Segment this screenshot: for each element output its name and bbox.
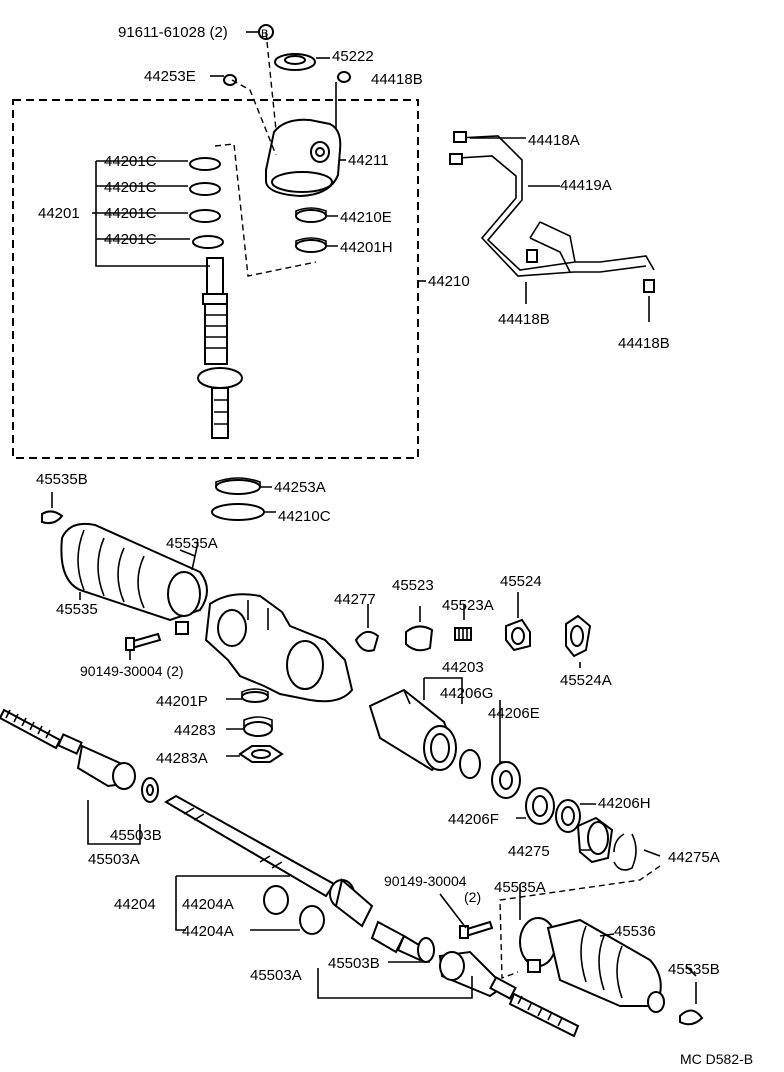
leader-lines <box>79 75 697 977</box>
label-44211: 44211 <box>348 152 389 169</box>
ring-44204A-2-icon <box>299 905 325 935</box>
clamp-45535A-bottom-icon <box>519 884 557 973</box>
cylinder-44203-icon <box>368 688 457 772</box>
label-44203: 44203 <box>442 659 484 676</box>
ring-44201P-icon <box>241 688 269 703</box>
housing-plug-44275-icon <box>576 816 614 864</box>
label-44275: 44275 <box>508 843 550 860</box>
label-bolt-90149-right: 90149-30004 <box>384 873 467 889</box>
label-44201C-1: 44201C <box>104 153 157 170</box>
ring-44206G-icon <box>459 749 481 779</box>
yoke-45523-icon <box>405 625 434 652</box>
plug-44253E-icon <box>223 74 237 86</box>
label-45523A: 45523A <box>442 597 494 614</box>
seal-44201H-icon <box>295 237 327 253</box>
label-45503A-bottom: 45503A <box>250 967 302 984</box>
label-45524A: 45524A <box>560 672 612 689</box>
label-45524: 45524 <box>500 573 542 590</box>
control-valve-assembly-frame <box>12 99 419 459</box>
oring-44210C-icon <box>211 503 265 521</box>
label-45523: 45523 <box>392 577 434 594</box>
label-44419A: 44419A <box>560 177 612 194</box>
label-45535B-bottom: 45535B <box>668 961 720 978</box>
label-44206H: 44206H <box>598 795 651 812</box>
ring-44253A-icon <box>215 477 261 495</box>
guide-44277-icon <box>354 630 380 652</box>
label-45503A-left: 45503A <box>88 851 140 868</box>
label-44204A-1: 44204A <box>182 896 234 913</box>
label-circle-b: B <box>261 28 268 40</box>
label-44201C-3: 44201C <box>104 205 157 222</box>
bolt-90149-left-icon <box>125 632 162 651</box>
ring-44204A-1-icon <box>263 885 289 915</box>
pinion-shaft-icon <box>197 257 243 439</box>
snap-ring-44275A-icon <box>613 833 637 871</box>
label-44201P: 44201P <box>156 693 208 710</box>
label-bolt-90149-left: 90149-30004 (2) <box>80 663 184 679</box>
bolt-90149-right-icon <box>439 893 494 939</box>
label-44418B-top: 44418B <box>371 71 423 88</box>
bolt-91611-icon <box>246 24 274 40</box>
seal-44283-icon <box>243 716 273 737</box>
clamp-45535A-top-icon <box>175 549 196 635</box>
nut-44283A-icon <box>238 745 284 763</box>
washer-45503B-left-icon <box>141 777 159 803</box>
tie-rod-right-icon <box>417 937 580 1038</box>
label-44210C: 44210C <box>278 508 331 525</box>
seal-44206H-icon <box>555 799 581 833</box>
label-bolt-90149-right-qty: (2) <box>464 889 481 905</box>
label-44253A: 44253A <box>274 479 326 496</box>
label-45536: 45536 <box>614 923 656 940</box>
label-44201C-2: 44201C <box>104 179 157 196</box>
label-45535A-top: 45535A <box>166 535 218 552</box>
label-44204: 44204 <box>114 896 156 913</box>
label-44201: 44201 <box>38 205 80 222</box>
label-44210: 44210 <box>428 273 470 290</box>
label-45503B-bottom: 45503B <box>328 955 380 972</box>
rack-housing-icon <box>204 593 354 703</box>
bushing-44206F-icon <box>525 787 555 825</box>
bushing-44206E-icon <box>491 761 521 799</box>
clamp-45535B-bottom-icon <box>679 982 704 1026</box>
label-44283: 44283 <box>174 722 216 739</box>
label-44201C-4: 44201C <box>104 231 157 248</box>
label-45222: 45222 <box>332 48 374 65</box>
label-44418A: 44418A <box>528 132 580 149</box>
label-44418B-right: 44418B <box>618 335 670 352</box>
label-44206E: 44206E <box>488 705 540 722</box>
label-45535: 45535 <box>56 601 98 618</box>
label-44201H: 44201H <box>340 239 393 256</box>
label-45535B-top: 45535B <box>36 471 88 488</box>
spring-45523A-icon <box>454 627 472 641</box>
locknut-45524A-icon <box>565 614 592 658</box>
label-44206F: 44206F <box>448 811 499 828</box>
valve-housing-44211-icon <box>265 118 346 198</box>
tie-rod-left-icon <box>0 708 136 790</box>
seal-rings-44201C-icon <box>189 157 224 249</box>
label-44283A: 44283A <box>156 750 208 767</box>
diagram-code: MC D582-B <box>680 1051 753 1067</box>
label-45503B-left: 45503B <box>110 827 162 844</box>
label-45535A-bottom: 45535A <box>494 879 546 896</box>
cap-45222-icon <box>274 53 330 71</box>
bearing-44210E-icon <box>295 207 327 223</box>
labels: 91611-61028 (2) B 45222 44253E 44418B 44… <box>36 24 753 1067</box>
label-44418B-left: 44418B <box>498 311 550 328</box>
plug-45524-icon <box>505 618 531 652</box>
pipe-assembly-44419A-icon <box>449 131 655 322</box>
clamp-45535B-top-icon <box>41 492 64 525</box>
label-bolt-91611: 91611-61028 (2) <box>118 24 228 41</box>
label-44206G: 44206G <box>440 685 493 702</box>
label-44253E: 44253E <box>144 68 196 85</box>
label-44275A: 44275A <box>668 849 720 866</box>
boot-45535-icon <box>60 522 208 622</box>
boot-45536-icon <box>546 918 665 1013</box>
label-44204A-2: 44204A <box>182 923 234 940</box>
label-44277: 44277 <box>334 591 376 608</box>
label-44210E: 44210E <box>340 209 392 226</box>
